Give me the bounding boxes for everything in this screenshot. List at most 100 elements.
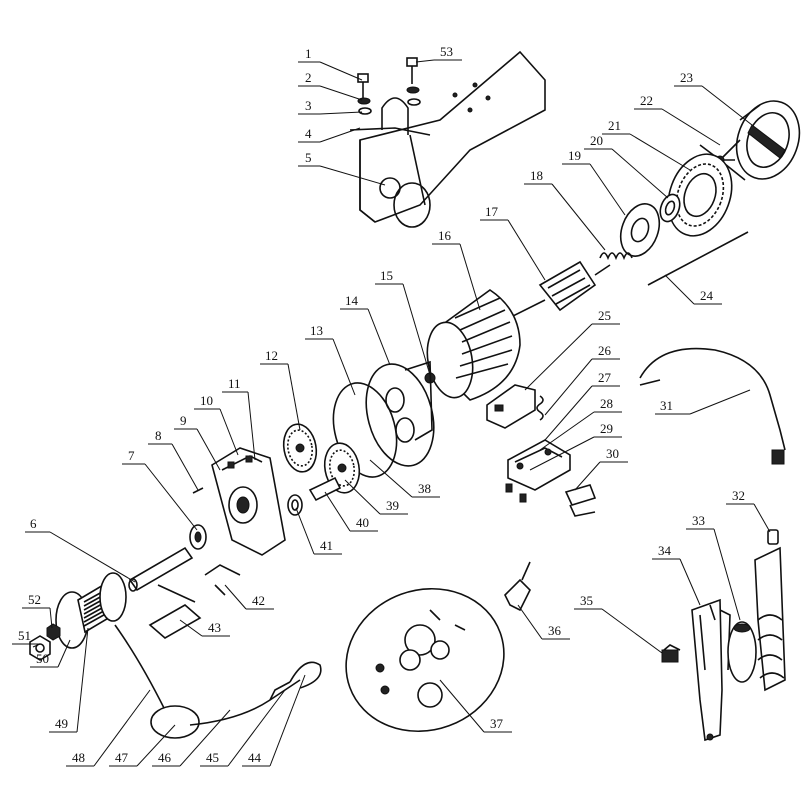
leader-line-37 — [439, 679, 485, 733]
gear-12 — [282, 423, 318, 473]
callout-labels: 1234567891011121314151617181920212223242… — [18, 44, 745, 765]
spring-18 — [599, 252, 633, 261]
callout-35: 35 — [580, 593, 593, 608]
leader-line-43 — [179, 619, 203, 637]
callout-48: 48 — [72, 750, 85, 765]
callout-12: 12 — [265, 348, 278, 363]
leader-line-49 — [76, 627, 89, 733]
callout-50: 50 — [36, 651, 49, 666]
cable-31 — [639, 347, 786, 465]
bushing-7 — [189, 524, 207, 550]
callout-34: 34 — [658, 543, 672, 558]
callout-51: 51 — [18, 628, 31, 643]
gear-housing-11 — [211, 447, 286, 556]
leader-line-20 — [611, 148, 669, 199]
leader-line-11 — [247, 391, 256, 461]
nut-51 — [29, 635, 51, 661]
u-clamp — [349, 97, 431, 136]
callout-27: 27 — [598, 370, 612, 385]
bolt-53 — [406, 57, 421, 106]
leader-line-7 — [144, 463, 198, 531]
callout-32: 32 — [732, 488, 745, 503]
callout-16: 16 — [438, 228, 452, 243]
leader-line-30 — [574, 461, 601, 491]
leader-line-19 — [589, 163, 626, 216]
callout-53: 53 — [440, 44, 453, 59]
motor-housing-16 — [424, 289, 521, 401]
callout-2: 2 — [305, 70, 312, 85]
leader-line-24 — [664, 274, 695, 305]
bearing-plate-19 — [619, 203, 661, 257]
armature-17 — [504, 260, 611, 321]
callout-7: 7 — [128, 448, 135, 463]
callout-3: 3 — [305, 98, 312, 113]
leader-line-9 — [196, 428, 221, 471]
callout-10: 10 — [200, 393, 213, 408]
clutch-assembly-37 — [345, 587, 505, 733]
callout-17: 17 — [485, 204, 499, 219]
pin-8 — [192, 487, 204, 494]
callout-38: 38 — [418, 481, 431, 496]
cap-32 — [767, 529, 779, 545]
leader-line-14 — [367, 308, 391, 366]
brush-spring-26 — [536, 395, 544, 421]
callout-9: 9 — [180, 413, 187, 428]
bolt-1 — [357, 73, 372, 115]
callout-40: 40 — [356, 515, 369, 530]
callout-47: 47 — [115, 750, 129, 765]
leader-lines — [12, 59, 771, 767]
callout-30: 30 — [606, 446, 619, 461]
remote-housing-34 — [691, 598, 731, 742]
callout-41: 41 — [320, 538, 333, 553]
callout-44: 44 — [248, 750, 262, 765]
leader-line-41 — [295, 507, 315, 555]
leader-line-32 — [753, 503, 771, 533]
leader-line-3 — [319, 111, 363, 115]
callout-15: 15 — [380, 268, 393, 283]
leader-line-6 — [49, 531, 136, 583]
callout-33: 33 — [692, 513, 705, 528]
gasket-13 — [332, 382, 398, 478]
callout-52: 52 — [28, 592, 41, 607]
leader-line-10 — [219, 408, 239, 456]
callout-45: 45 — [206, 750, 219, 765]
clutch-lever-36 — [504, 561, 531, 612]
bolt-42 — [157, 584, 196, 603]
leader-line-42 — [224, 584, 247, 610]
plug-35 — [661, 644, 681, 663]
leader-line-13 — [332, 338, 356, 396]
leader-line-33 — [713, 528, 741, 621]
callout-19: 19 — [568, 148, 581, 163]
leader-line-34 — [679, 558, 701, 606]
leader-line-46 — [179, 709, 231, 767]
drum-shaft-6 — [128, 546, 194, 592]
leader-line-29 — [529, 436, 595, 471]
callout-36: 36 — [548, 623, 562, 638]
callout-26: 26 — [598, 343, 612, 358]
switch-30 — [564, 484, 597, 517]
leader-line-18 — [551, 183, 606, 251]
callout-39: 39 — [386, 498, 399, 513]
callout-1: 1 — [305, 46, 312, 61]
leader-line-2 — [319, 85, 363, 101]
leader-line-48 — [93, 689, 151, 767]
callout-4: 4 — [305, 126, 312, 141]
leader-line-51 — [32, 643, 41, 648]
callout-46: 46 — [158, 750, 172, 765]
washer-41 — [287, 494, 303, 516]
leader-line-52 — [49, 607, 53, 629]
mounting-bracket — [359, 50, 546, 228]
gear-ring — [667, 153, 733, 237]
leader-line-53 — [415, 59, 435, 63]
callout-25: 25 — [598, 308, 611, 323]
leader-line-28 — [539, 411, 595, 451]
drum-49 — [55, 572, 127, 649]
leader-line-17 — [507, 219, 546, 281]
callout-22: 22 — [640, 93, 653, 108]
strap-42 — [204, 564, 241, 596]
wire-rope-48 — [114, 624, 322, 739]
leader-line-50 — [57, 639, 71, 668]
leader-line-22 — [661, 108, 721, 146]
nut-52 — [46, 623, 61, 641]
